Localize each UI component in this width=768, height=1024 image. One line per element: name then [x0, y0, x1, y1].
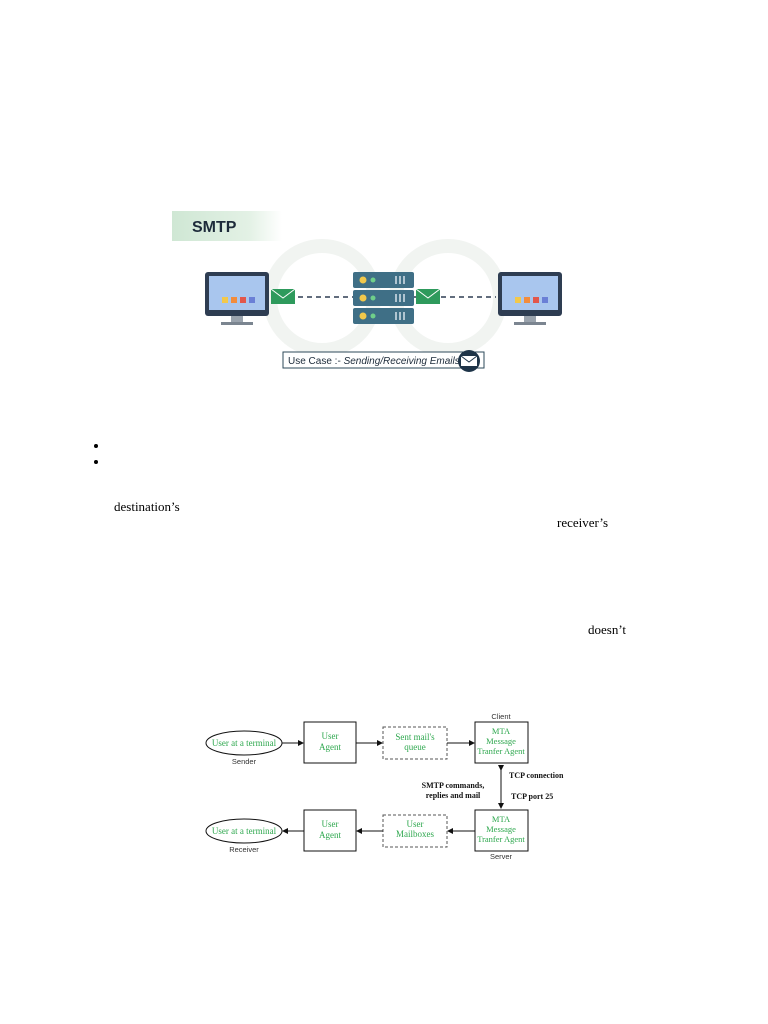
use-case-caption: Use Case :- Sending/Receiving Emails	[282, 350, 485, 372]
envelope-icon	[415, 288, 441, 304]
client-mta-label-2: Message	[486, 736, 516, 746]
smtp-commands-label-2: replies and mail	[426, 791, 481, 800]
list-bullet	[94, 460, 98, 464]
svg-text:Use Case :- Sending/Receiving: Use Case :- Sending/Receiving Emails	[288, 356, 460, 367]
mailboxes-label-1: User	[407, 819, 424, 829]
receiver-agent-label-1: User	[322, 819, 339, 829]
smtp-architecture-diagram: User at a terminal Sender User Agent Sen…	[205, 712, 564, 861]
receiver-user-agent-box	[303, 809, 357, 852]
server-icon	[353, 272, 414, 324]
client-label: Client	[491, 712, 511, 721]
caption-prefix: Use Case :-	[288, 356, 344, 367]
sender-terminal-label: User at a terminal	[212, 738, 277, 748]
server-mta-box	[474, 809, 529, 852]
text-destination: destination’s	[114, 499, 180, 514]
smtp-illustration: SMTP	[172, 211, 562, 372]
client-mta-label-1: MTA	[492, 726, 511, 736]
smtp-commands-label-1: SMTP commands,	[422, 781, 485, 790]
receiver-agent-label-2: Agent	[319, 830, 341, 840]
smtp-banner-title: SMTP	[192, 219, 237, 236]
queue-label-2: queue	[404, 742, 426, 752]
list-bullet	[94, 444, 98, 448]
server-mta-label-3: Tranfer Agent	[477, 834, 525, 844]
text-receiver: receiver’s	[557, 515, 609, 530]
envelope-icon	[270, 288, 296, 304]
tcp-connection-label: TCP connection	[509, 771, 564, 780]
server-label: Server	[490, 852, 513, 861]
sent-mail-queue-box	[382, 726, 448, 760]
queue-label-1: Sent mail's	[395, 732, 435, 742]
receiver-label: Receiver	[229, 845, 259, 854]
sender-agent-label-1: User	[322, 731, 339, 741]
client-mta-label-3: Tranfer Agent	[477, 746, 525, 756]
client-mta-box	[474, 721, 529, 764]
receiver-terminal-label: User at a terminal	[212, 826, 277, 836]
sender-agent-label-2: Agent	[319, 742, 341, 752]
sender-label: Sender	[232, 757, 257, 766]
receiver-terminal-node	[205, 818, 283, 844]
smtp-banner: SMTP	[172, 211, 282, 241]
receiver-computer-icon	[498, 272, 562, 325]
user-mailboxes-box	[382, 814, 448, 848]
mailboxes-label-2: Mailboxes	[396, 829, 434, 839]
sender-computer-icon	[205, 272, 269, 325]
text-doesnt: doesn’t	[588, 622, 627, 637]
server-mta-label-1: MTA	[492, 814, 511, 824]
tcp-port-label: TCP port 25	[511, 792, 553, 801]
server-mta-label-2: Message	[486, 824, 516, 834]
caption-emphasis: Sending/Receiving Emails	[344, 356, 460, 367]
